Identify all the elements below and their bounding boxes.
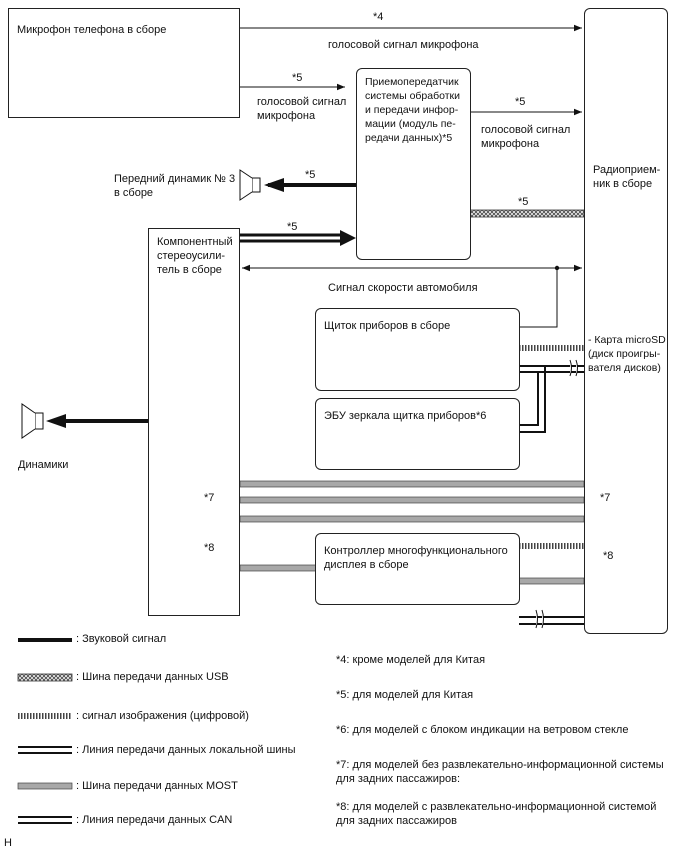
most-line-8c [518,577,585,585]
radio-block: Радиоприем- ник в сборе [584,8,668,634]
phone-mic-label: Микрофон телефона в сборе [17,24,167,36]
phone-mic-block: Микрофон телефона в сборе [8,8,240,118]
legend-label-most: : Шина передачи данных MOST [76,780,238,792]
audio-arrow-amp [340,230,356,246]
audio-arrow-speakers [46,414,66,428]
mark-5-d: *5 [518,196,529,208]
amplifier-label: Компонентный стереоусили- тель в сборе [157,236,233,276]
legend-label-usb: : Шина передачи данных USB [76,671,229,683]
transceiver-block: Приемопередатчик системы обработки и пер… [356,68,471,260]
mark-7-right: *7 [600,492,611,504]
usb-bus [469,209,585,218]
transceiver-label: Приемопередатчик системы обработки и пер… [365,76,461,144]
vehicle-speed-label: Сигнал скорости автомобиля [328,282,478,294]
mark-5-c: *5 [305,169,316,181]
mic-signal-label-1: голосовой сигнал микрофона [328,39,479,51]
legend-label-image: : сигнал изображения (цифровой) [76,710,249,722]
mark-5-b: *5 [515,96,526,108]
mic-signal-label-2: голосовой сигнал микрофона [257,96,347,122]
speaker-icon-front3 [239,169,261,201]
note-6: *6: для моделей с блоком индикации на ве… [336,724,629,736]
microsd-label: - Карта microSD (диск проигры- вателя ди… [588,334,666,374]
most-line-8b [239,564,317,572]
note-4: *4: кроме моделей для Китая [336,654,486,666]
mark-7-left: *7 [204,492,215,504]
audio-arrow-speaker3 [264,178,284,192]
corner-mark: H [4,837,12,849]
legend-label-audio: : Звуковой сигнал [76,633,167,645]
mark-5-a: *5 [292,72,303,84]
image-signal-line [519,345,584,351]
legend-sample-image [18,713,72,719]
amplifier-block: Компонентный стереоусили- тель в сборе [148,228,240,616]
break-mark-2 [535,609,544,629]
image-signal-mfd [519,543,584,549]
most-line-7b [239,496,585,504]
local-bus-mirror-a [519,372,539,426]
break-mark-1 [569,359,578,377]
legend-sample-most [17,782,73,790]
note-8: *8: для моделей с развлекательно-информа… [336,801,657,827]
mark-8-left: *8 [204,542,215,554]
legend-label-local: : Линия передачи данных локальной шины [76,744,296,756]
most-line-8a [239,515,585,523]
legend-sample-local [18,746,72,754]
mfd-block: Контроллер многофункционального дисплея … [315,533,520,605]
speakers-label: Динамики [18,459,69,471]
local-bus-mirror-b [519,366,546,433]
mirror-ecu-block: ЭБУ зеркала щитка приборов*6 [315,398,520,470]
meter-label: Щиток приборов в сборе [324,320,451,332]
mic-signal-label-3: голосовой сигнал микрофона [481,124,571,150]
legend-label-can: : Линия передачи данных CAN [76,814,233,826]
meter-block: Щиток приборов в сборе [315,308,520,391]
speaker-icon-speakers [21,403,44,439]
legend-sample-can [18,816,72,824]
mirror-ecu-label: ЭБУ зеркала щитка приборов*6 [324,410,487,422]
mark-4: *4 [373,11,384,23]
radio-label: Радиоприем- ник в сборе [593,164,661,190]
mark-8-right: *8 [603,550,614,562]
mfd-label: Контроллер многофункционального дисплея … [324,545,508,571]
mark-5-e: *5 [287,221,298,233]
note-7: *7: для моделей без развлекательно-инфор… [336,759,664,785]
most-line-7a [239,480,585,488]
speed-to-meter-line [519,268,558,328]
note-5: *5: для моделей для Китая [336,689,474,701]
legend-sample-usb [17,673,73,682]
speaker3-label: Передний динамик № 3 в сборе [114,173,236,199]
